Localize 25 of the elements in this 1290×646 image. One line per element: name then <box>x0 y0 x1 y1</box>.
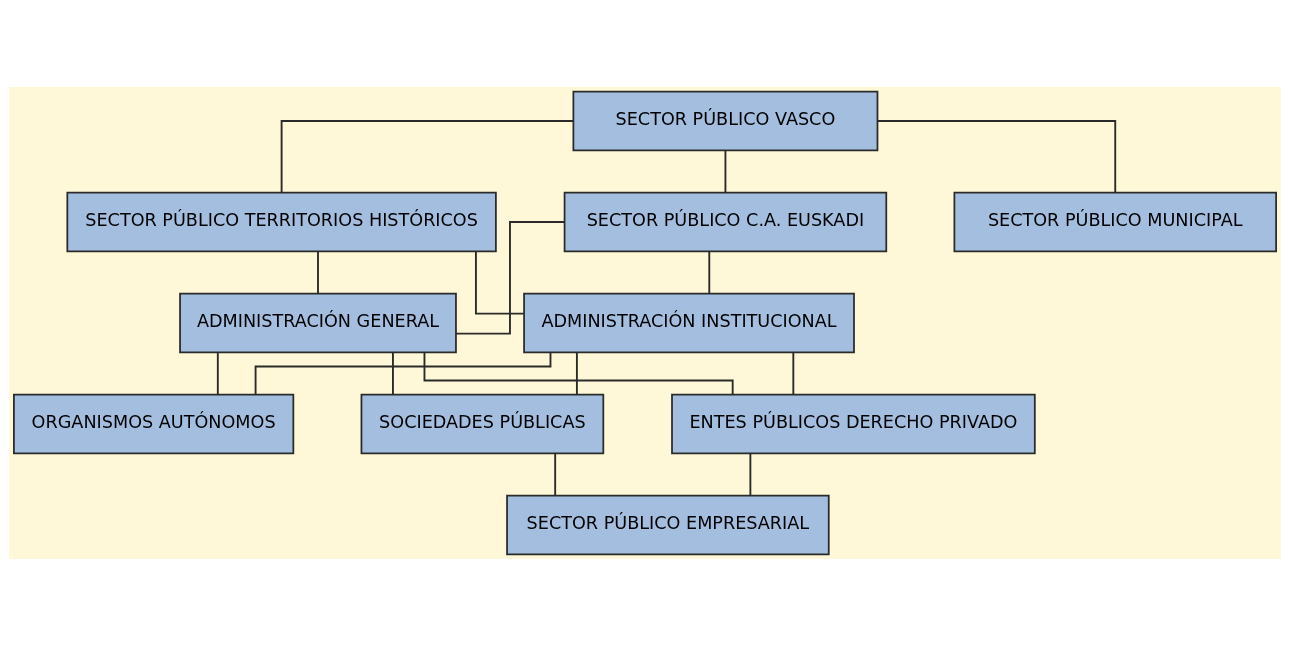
node-box: SECTOR PÚBLICO MUNICIPAL <box>953 191 1277 253</box>
node-box: ADMINISTRACIÓN GENERAL <box>179 292 457 354</box>
connector <box>280 120 575 194</box>
connector <box>455 221 566 335</box>
connector <box>575 351 578 396</box>
node-box: ORGANISMOS AUTÓNOMOS <box>13 393 295 455</box>
node-box: SECTOR PÚBLICO EMPRESARIAL <box>506 494 830 556</box>
connector <box>724 149 727 194</box>
connector <box>554 452 557 497</box>
node-box: ADMINISTRACIÓN INSTITUCIONAL <box>523 292 855 354</box>
connector <box>876 120 1117 194</box>
connector <box>317 250 319 295</box>
node-box: SECTOR PÚBLICO TERRITORIOS HISTÓRICOS <box>66 191 497 253</box>
connector <box>792 351 795 396</box>
node-box: SOCIEDADES PÚBLICAS <box>360 393 605 455</box>
connector <box>475 250 525 315</box>
node-box: ENTES PÚBLICOS DERECHO PRIVADO <box>671 393 1036 455</box>
connector <box>392 351 394 396</box>
node-box: SECTOR PÚBLICO VASCO <box>572 90 879 152</box>
node-box: SECTOR PÚBLICO C.A. EUSKADI <box>563 191 888 253</box>
connector <box>254 351 552 396</box>
connector <box>423 351 734 396</box>
connector <box>708 250 711 295</box>
connector <box>216 351 219 396</box>
connector <box>749 452 752 497</box>
